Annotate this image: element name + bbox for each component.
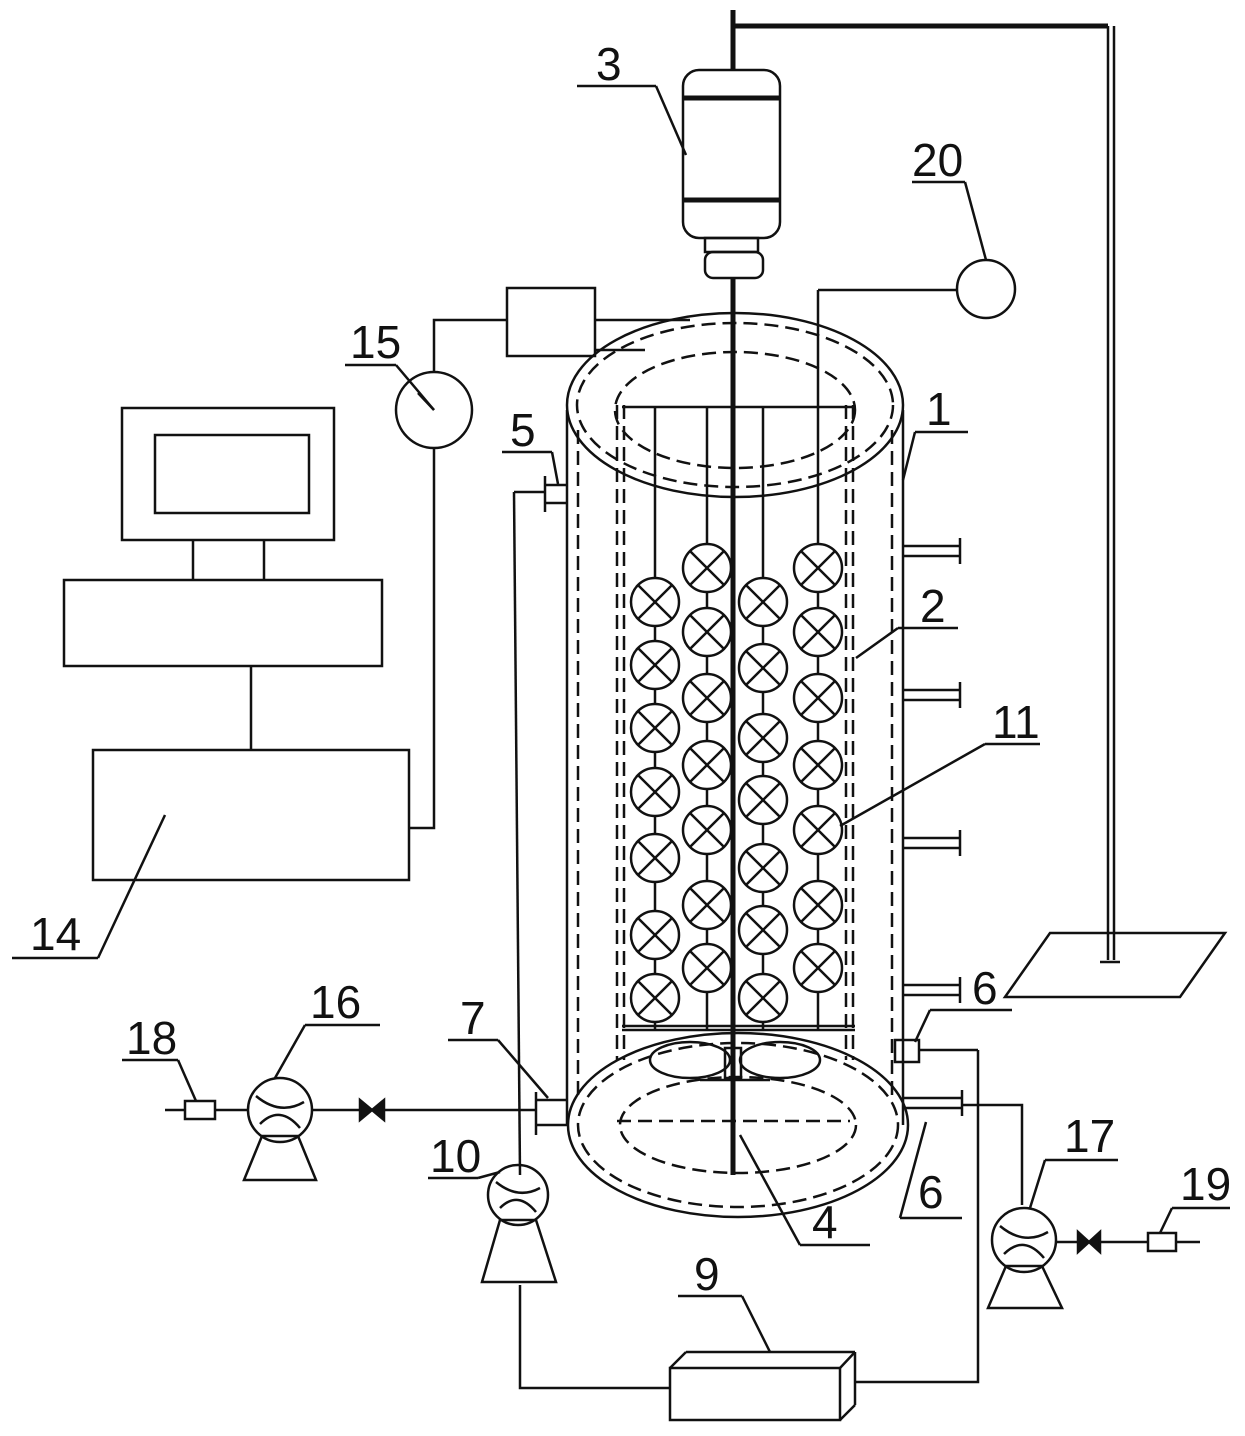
particle-electrode	[629, 832, 681, 884]
label-14: 14	[30, 908, 81, 960]
particle-electrode	[737, 842, 789, 894]
reactor-vessel	[565, 311, 910, 1219]
particle-electrode	[792, 606, 844, 658]
particle-electrode	[681, 606, 733, 658]
particle-electrode	[737, 904, 789, 956]
particle-electrode	[792, 542, 844, 594]
label-3: 3	[596, 38, 622, 90]
port-7	[534, 1092, 567, 1135]
label-11: 11	[992, 696, 1040, 748]
power-lead-wire	[730, 10, 1120, 964]
label-9: 9	[694, 1248, 720, 1300]
computer-system	[62, 406, 411, 882]
particle-electrode	[792, 672, 844, 724]
label-6-upper: 6	[972, 962, 998, 1014]
label-6-lower: 6	[918, 1166, 944, 1218]
pump-16	[242, 1076, 318, 1182]
particle-electrode	[681, 942, 733, 994]
particle-electrodes	[629, 542, 844, 1024]
label-17: 17	[1064, 1110, 1115, 1162]
feed-line	[165, 1097, 536, 1123]
motor	[681, 68, 782, 280]
label-19: 19	[1180, 1158, 1231, 1210]
gauge-15	[394, 286, 690, 830]
label-7: 7	[460, 992, 486, 1044]
label-15: 15	[350, 316, 401, 368]
particle-electrode	[737, 712, 789, 764]
electrode-plate	[1002, 931, 1228, 999]
recirculation-piping	[512, 491, 980, 1390]
particle-electrode	[792, 879, 844, 931]
particle-electrode	[629, 972, 681, 1024]
particle-electrode	[737, 774, 789, 826]
pump-17	[986, 1206, 1064, 1310]
label-1: 1	[926, 383, 952, 435]
particle-electrode	[737, 576, 789, 628]
particle-electrode	[792, 739, 844, 791]
leader-lines	[12, 84, 1230, 1353]
pump-10	[480, 1163, 558, 1284]
particle-electrode	[681, 672, 733, 724]
particle-electrode	[681, 739, 733, 791]
particle-electrode	[629, 576, 681, 628]
label-4: 4	[812, 1196, 838, 1248]
label-16: 16	[310, 976, 361, 1028]
label-20: 20	[912, 134, 963, 186]
label-18: 18	[126, 1012, 177, 1064]
tank-9	[668, 1350, 857, 1422]
particle-electrode	[681, 804, 733, 856]
particle-electrode	[792, 942, 844, 994]
port-5	[514, 476, 567, 512]
particle-electrode	[629, 702, 681, 754]
particle-electrode	[629, 909, 681, 961]
label-10: 10	[430, 1130, 481, 1182]
sensor-20	[818, 258, 1017, 320]
particle-electrode	[737, 972, 789, 1024]
particle-electrode	[737, 642, 789, 694]
particle-electrode	[681, 879, 733, 931]
label-5: 5	[510, 404, 536, 456]
outlet-line	[962, 1103, 1200, 1255]
particle-electrode	[681, 542, 733, 594]
labels: 3 20 15 5 1 2 11 14 6 7 16 18 6 4 10 9 1…	[30, 38, 1231, 1300]
impeller	[617, 1040, 850, 1123]
particle-electrode	[629, 766, 681, 818]
right-side-ports	[893, 538, 978, 1116]
label-2: 2	[920, 580, 946, 632]
particle-electrode	[629, 639, 681, 691]
particle-electrode	[792, 804, 844, 856]
